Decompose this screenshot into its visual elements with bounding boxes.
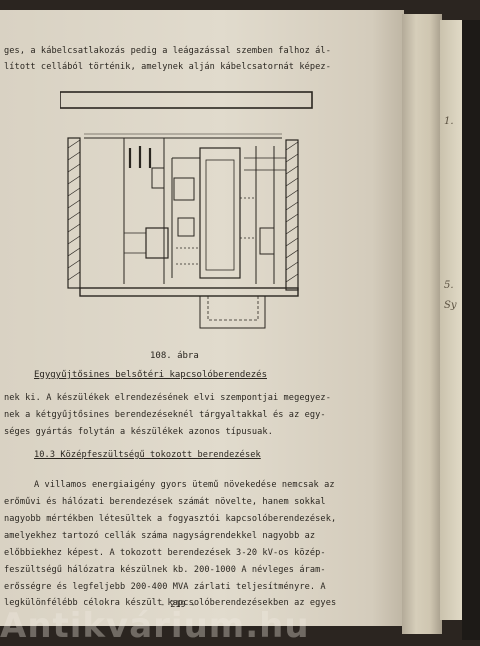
book-spine bbox=[462, 20, 480, 640]
body-line: A villamos energiaigény gyors ütemű növe… bbox=[34, 480, 335, 490]
margin-note: Sy bbox=[444, 300, 457, 311]
figure-caption: Egygyűjtősines belsőtéri kapcsolóberende… bbox=[34, 370, 267, 380]
watermark: Antikvárium.hu bbox=[0, 606, 310, 646]
page-gutter bbox=[402, 14, 442, 634]
margin-note: 5. bbox=[444, 280, 454, 291]
body-line: feszültségű hálózatra készülnek kb. 200-… bbox=[4, 565, 326, 575]
figure-number: 108. ábra bbox=[150, 351, 199, 361]
body-line: nek ki. A készülékek elrendezésének elvi… bbox=[4, 393, 331, 403]
body-line: erősségre és legfeljebb 200-400 MVA zárl… bbox=[4, 582, 326, 592]
intro-line: lított cellából történik, amelynek alján… bbox=[4, 62, 331, 72]
intro-line: ges, a kábelcsatlakozás pedig a leágazás… bbox=[4, 46, 331, 56]
body-line: legkülönfélébb célokra készült kapcsolób… bbox=[4, 598, 337, 608]
section-heading: 10.3 Középfeszültségű tokozott berendezé… bbox=[34, 450, 261, 460]
body-line: erőművi és hálózati berendezések számát … bbox=[4, 497, 326, 507]
body-line: nagyobb mértékben létesültek a fogyasztó… bbox=[4, 514, 337, 524]
body-line: előbbiekhez képest. A tokozott berendezé… bbox=[4, 548, 326, 558]
switchgear-diagram bbox=[60, 91, 313, 329]
body-line: amelyekhez tartozó cellák száma nagyságr… bbox=[4, 531, 316, 541]
body-line: séges gyártás folytán a készülékek azono… bbox=[4, 427, 273, 437]
margin-note: 1. bbox=[444, 116, 454, 127]
body-line: nek a kétgyűjtősines berendezéseknél tár… bbox=[4, 410, 326, 420]
page-number: - 219 - bbox=[160, 600, 196, 610]
left-page bbox=[0, 10, 404, 626]
